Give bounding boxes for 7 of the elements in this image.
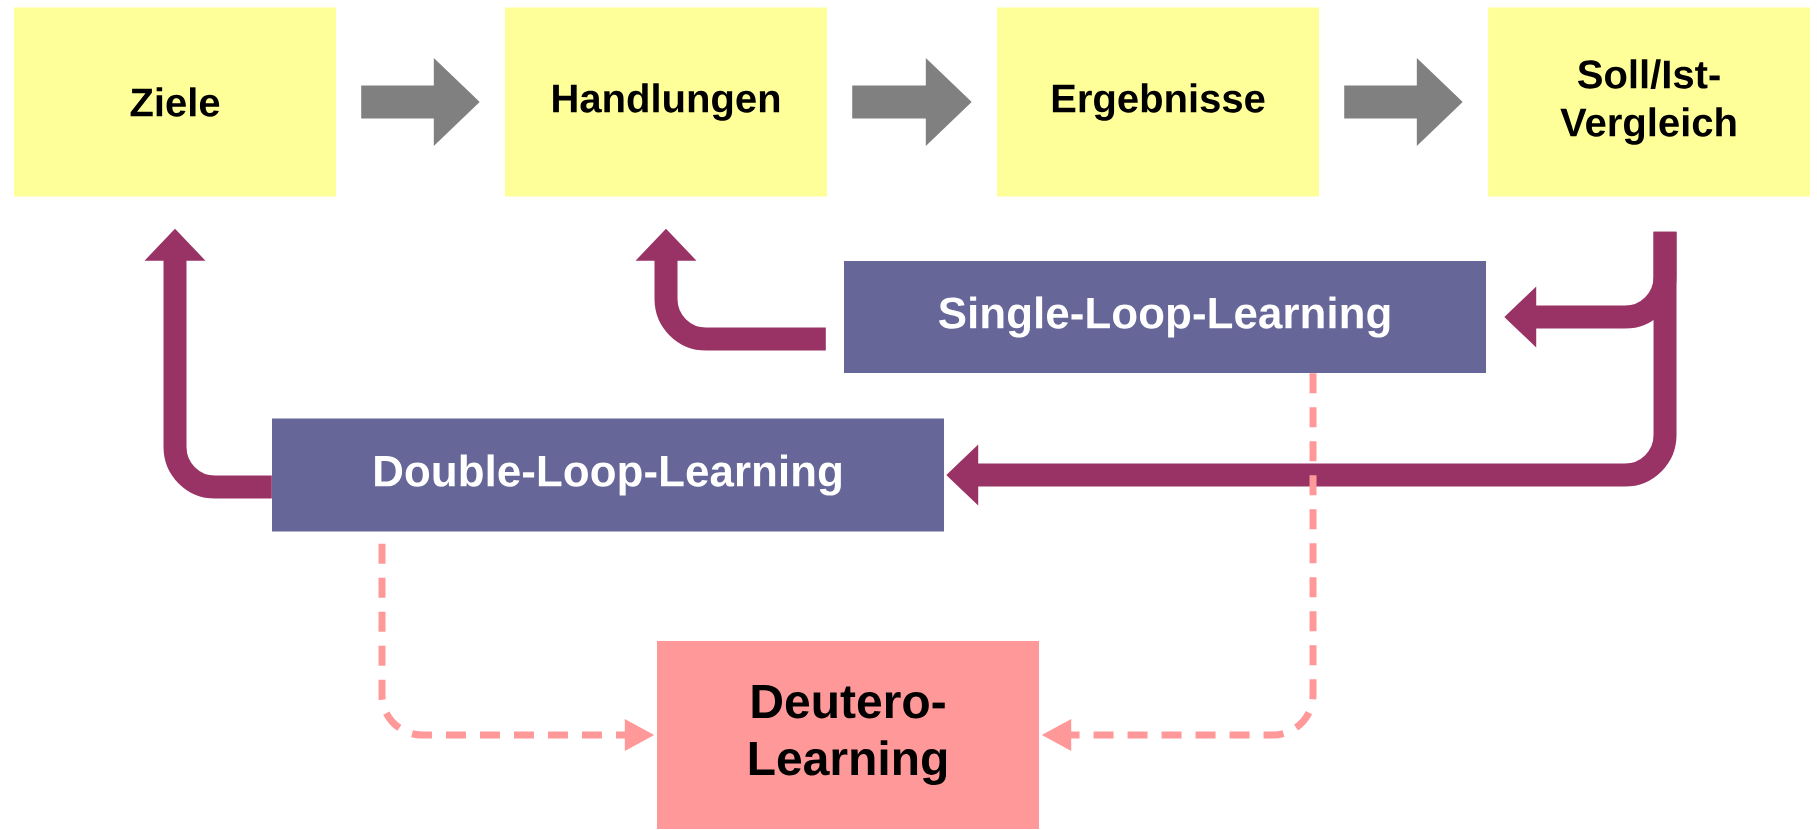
process-box: Ergebnisse: [997, 7, 1319, 197]
process-box: Soll/Ist- Vergleich: [1488, 7, 1810, 197]
process-box: Ziele: [14, 7, 336, 197]
process-box: Single-Loop-Learning: [844, 261, 1486, 373]
process-box: Deutero- Learning: [657, 641, 1039, 829]
process-box: Handlungen: [505, 7, 827, 197]
process-box: Double-Loop-Learning: [272, 418, 944, 532]
